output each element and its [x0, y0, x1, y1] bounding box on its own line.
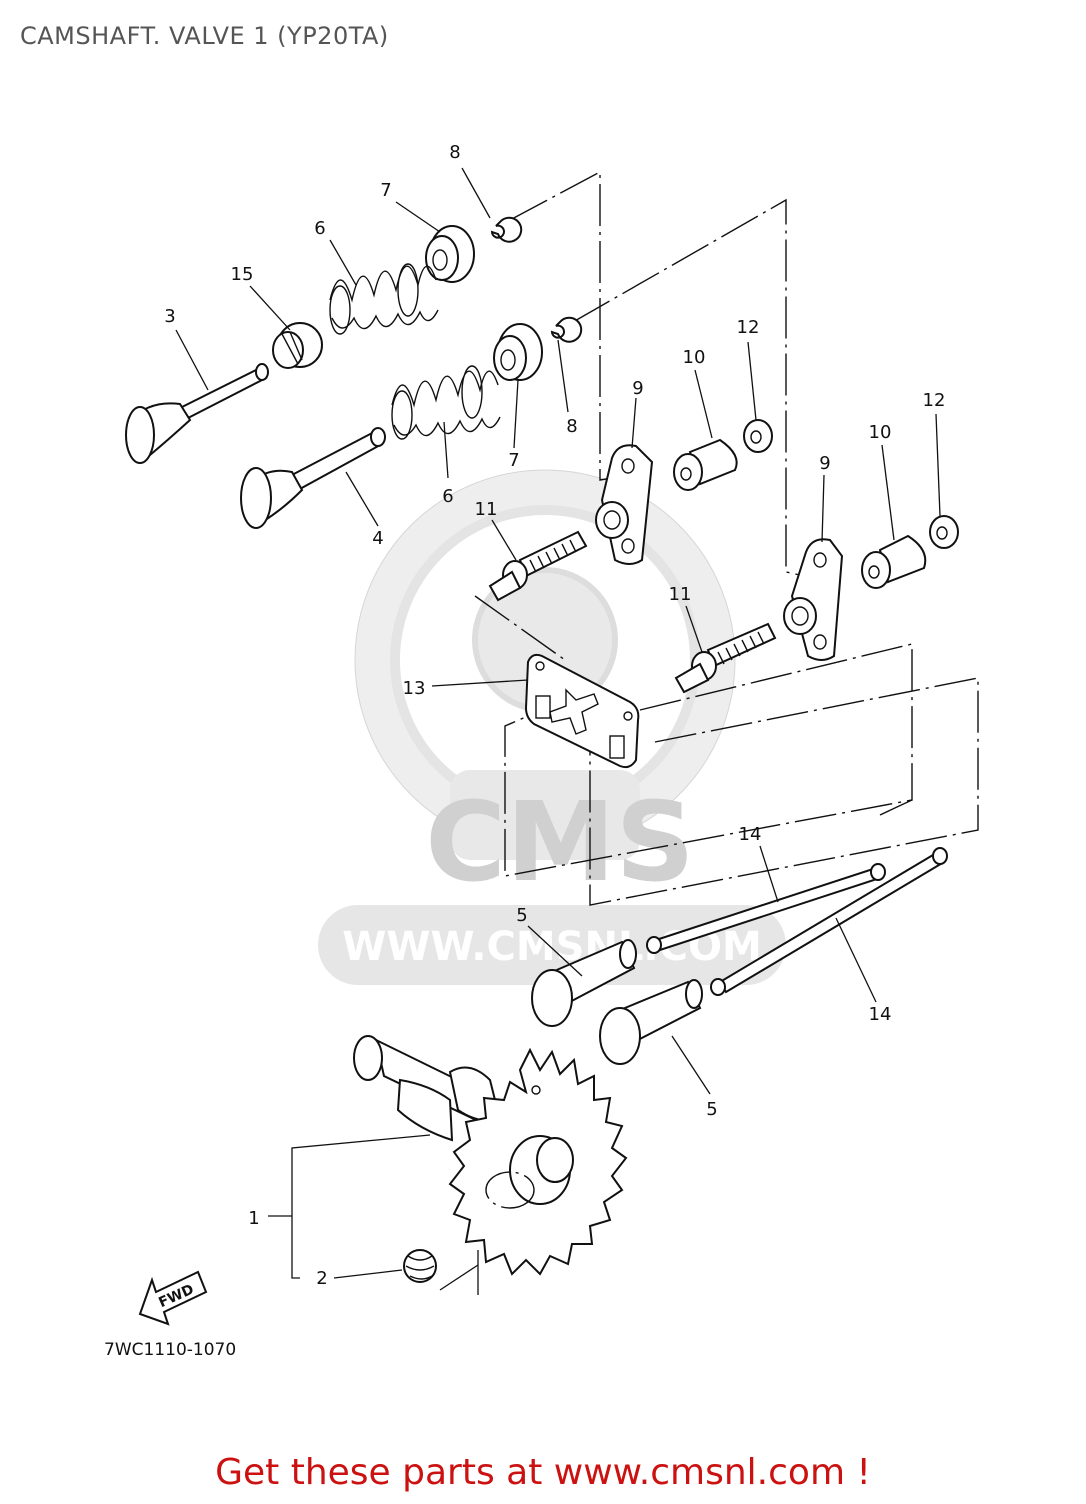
part-13-guide-plate	[524, 653, 640, 769]
part-8-clip-lower	[550, 316, 583, 343]
part-4-valve	[240, 427, 386, 529]
callout-9-lower: 9	[819, 453, 830, 474]
callout-1: 1	[248, 1208, 259, 1229]
watermark-brand: CMS	[425, 778, 694, 906]
part-8-clip-upper	[490, 216, 523, 243]
part-12-nut-upper	[743, 419, 773, 453]
part-7-retainer-upper	[425, 225, 475, 283]
part-7-retainer-lower	[493, 323, 543, 381]
part-10-pivot-upper	[673, 438, 738, 491]
part-12-nut-lower	[929, 515, 959, 549]
callout-8-upper: 8	[449, 142, 460, 163]
callout-labels: 8 7 6 15 3 12 10 9 8 7 6 4 12 10 9 11 11…	[164, 142, 945, 1289]
callout-10-upper: 10	[683, 347, 706, 368]
callout-13: 13	[403, 678, 426, 699]
part-14-push-rod-upper	[646, 863, 886, 954]
part-9-rocker-arm-upper	[595, 444, 654, 565]
part-11-stud-lower	[674, 622, 777, 694]
part-3-valve	[125, 363, 269, 464]
page-title: CAMSHAFT. VALVE 1 (YP20TA)	[20, 22, 389, 50]
part-14-push-rod-lower	[710, 847, 948, 996]
callout-5-lower: 5	[706, 1099, 717, 1120]
callout-11-lower: 11	[669, 584, 692, 605]
part-15-valve-seal	[272, 322, 323, 369]
callout-7-lower: 7	[508, 450, 519, 471]
callout-11-upper: 11	[475, 499, 498, 520]
leader-lines	[175, 167, 941, 1279]
part-9-rocker-arm-lower	[783, 538, 844, 661]
callout-9-upper: 9	[632, 378, 643, 399]
footer-text[interactable]: Get these parts at www.cmsnl.com !	[215, 1452, 871, 1493]
callout-10-lower: 10	[869, 422, 892, 443]
part-6-spring-lower	[391, 365, 501, 440]
callout-4: 4	[372, 528, 383, 549]
callout-8-lower: 8	[566, 416, 577, 437]
callout-2: 2	[316, 1268, 327, 1289]
assembly-bracket	[268, 1134, 479, 1295]
diagram-code: 7WC1110-1070	[104, 1340, 237, 1360]
part-5-tappet-lower	[599, 979, 703, 1065]
callout-12-upper: 12	[737, 317, 760, 338]
part-5-tappet-upper	[531, 939, 637, 1027]
callout-6-lower: 6	[442, 486, 453, 507]
part-11-stud-upper	[488, 530, 588, 602]
part-6-spring-upper	[329, 263, 439, 335]
fwd-arrow-icon: FWD	[138, 1270, 208, 1326]
callout-15: 15	[231, 264, 254, 285]
callout-7-upper: 7	[380, 180, 391, 201]
part-1-camshaft	[353, 1035, 628, 1276]
callout-3: 3	[164, 306, 175, 327]
callout-12-lower: 12	[923, 390, 946, 411]
callout-5-upper: 5	[516, 905, 527, 926]
part-10-pivot-lower	[861, 534, 927, 589]
part-2-spring-pin	[403, 1249, 437, 1283]
callout-6-upper: 6	[314, 218, 325, 239]
callout-14-upper: 14	[739, 824, 762, 845]
callout-14-lower: 14	[869, 1004, 892, 1025]
footer-link[interactable]: Get these parts at www.cmsnl.com !	[0, 1452, 1086, 1493]
